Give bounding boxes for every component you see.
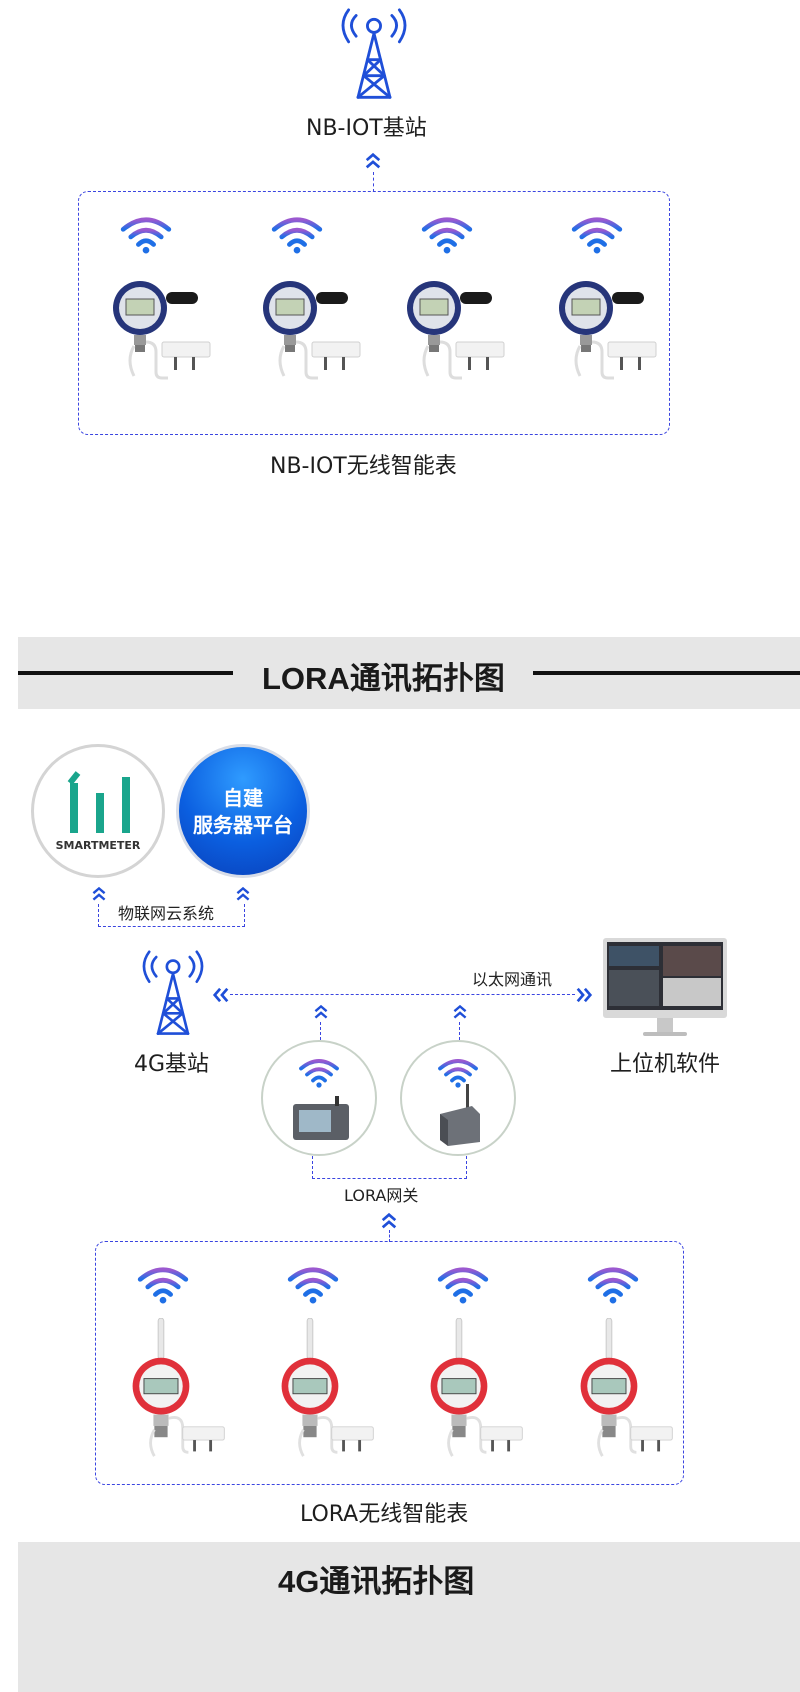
double-chevron-up-icon — [381, 1213, 397, 1229]
nbiot-meter-image — [557, 280, 658, 380]
nbiot-meter-image — [261, 280, 362, 380]
ethernet-link-line — [230, 994, 575, 995]
gateway-router-unit — [400, 1040, 516, 1156]
lora-tower-icon — [142, 950, 204, 1035]
lora-meters-label: LORA无线智能表 — [300, 1502, 469, 1527]
cloud-link-line — [98, 904, 245, 927]
nbiot-base-station-label: NB-IOT基站 — [306, 116, 427, 141]
wifi-signal-icon — [436, 1266, 490, 1304]
smartmeter-logo-text: SMARTMETER — [55, 839, 141, 852]
header-rule-right — [533, 671, 800, 675]
4g-section-header — [18, 1542, 800, 1692]
cloud-system-label: 物联网云系统 — [116, 900, 217, 924]
nbiot-meters-label: NB-IOT无线智能表 — [270, 454, 457, 479]
smartmeter-logo-mark — [67, 771, 130, 833]
gateway-display-unit — [261, 1040, 377, 1156]
gateway-uplink-line — [459, 1022, 460, 1040]
nbiot-tower-icon — [341, 8, 407, 99]
wifi-signal-icon — [299, 1059, 339, 1088]
monitor-icon — [603, 938, 727, 1036]
server-platform-line2: 服务器平台 — [193, 813, 293, 837]
4g-base-station-label: 4G基站 — [134, 1052, 210, 1077]
double-chevron-right-icon — [576, 987, 592, 1003]
double-chevron-up-icon — [453, 1005, 467, 1019]
double-chevron-up-icon — [92, 887, 106, 901]
double-chevron-up-icon — [236, 887, 250, 901]
ethernet-label: 以太网通讯 — [472, 970, 553, 989]
wifi-signal-icon — [270, 216, 324, 254]
wifi-signal-icon — [119, 216, 173, 254]
wifi-signal-icon — [286, 1266, 340, 1304]
smartmeter-logo: SMARTMETER — [31, 744, 165, 878]
double-chevron-up-icon — [314, 1005, 328, 1019]
header-rule-left — [18, 671, 233, 675]
lora-meter-image — [429, 1318, 524, 1458]
gateway-uplink-line — [320, 1022, 321, 1040]
double-chevron-left-icon — [213, 987, 229, 1003]
pc-software-label: 上位机软件 — [610, 1052, 721, 1077]
nbiot-meter-image — [405, 280, 506, 380]
lora-section-title: LORA通讯拓扑图 — [262, 661, 505, 696]
nbiot-connector-line — [373, 172, 374, 192]
lora-gateway-label: LORA网关 — [344, 1186, 419, 1205]
wifi-signal-icon — [570, 216, 624, 254]
double-chevron-up-icon — [365, 153, 381, 169]
wifi-signal-icon — [136, 1266, 190, 1304]
lora-meters-group — [95, 1241, 684, 1485]
gateway-screen-device — [293, 1096, 349, 1140]
gateway-router-device — [440, 1084, 480, 1146]
nbiot-meter-image — [111, 280, 212, 380]
4g-section-title: 4G通讯拓扑图 — [278, 1564, 475, 1599]
lora-meter-image — [280, 1318, 375, 1458]
wifi-signal-icon — [420, 216, 474, 254]
nbiot-meters-group — [78, 191, 670, 435]
server-platform-line1: 自建 — [223, 786, 263, 810]
lora-meters-connector — [389, 1230, 390, 1242]
gateway-bracket-line — [312, 1156, 467, 1179]
server-platform-button[interactable]: 自建 服务器平台 — [176, 744, 310, 878]
lora-meter-image — [579, 1318, 674, 1458]
lora-meter-image — [131, 1318, 226, 1458]
wifi-signal-icon — [586, 1266, 640, 1304]
